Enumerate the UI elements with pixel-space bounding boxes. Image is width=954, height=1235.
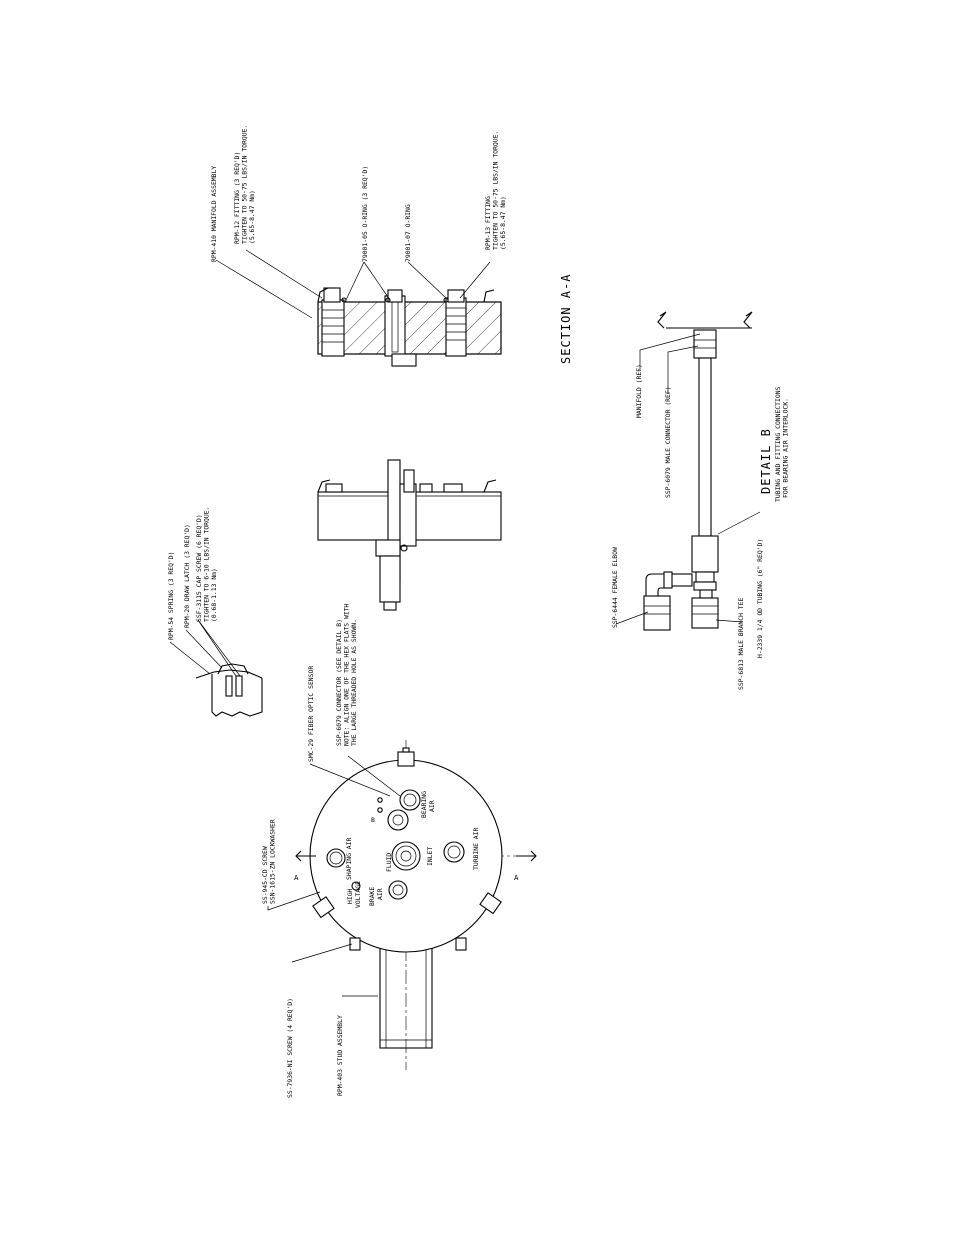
port-label-turbine-air: TURBINE AIR xyxy=(472,828,480,870)
port-label-brake: BRAKE xyxy=(368,887,376,906)
callout-tubing: H-2339 1/4 OD TUBING (6" REQ'D) xyxy=(756,539,764,658)
callout-fiber-optic-sensor: SMC-29 FIBER OPTIC SENSOR xyxy=(307,666,315,762)
callout-cap-screw: SSF-3115 CAP SCREW (6 REQ'D) TIGHTEN TO … xyxy=(195,503,218,622)
port-label-shaping-air: SHAPING AIR xyxy=(345,838,353,880)
port-label-voltage: VOLTAGE xyxy=(354,881,362,908)
branch-tee xyxy=(691,535,719,573)
port-label-bearing-air: AIR xyxy=(428,800,436,812)
section-mark-a-right: A xyxy=(514,873,519,882)
plan-view: A A B SHAPING AIR FLUID INLET TURBINE AI… xyxy=(261,600,537,1098)
callout-male-connector: SSP-6079 MALE CONNECTOR (REF) xyxy=(664,386,672,498)
callout-connector-note: SSP-6079 CONNECTOR (SEE DETAIL B) NOTE: … xyxy=(335,600,358,746)
callout-fitting-rpm12: RPM-12 FITTING (3 REQ'D) TIGHTEN TO 50-7… xyxy=(233,121,256,244)
port-label-high: HIGH xyxy=(346,888,354,904)
side-view xyxy=(317,459,502,611)
fitting-bore-center xyxy=(384,295,406,357)
port-label-brake-air: AIR xyxy=(376,888,384,900)
section-a-a-title: SECTION A-A xyxy=(559,274,573,364)
detail-b-title: DETAIL B xyxy=(759,428,773,494)
callout-oring-07: 79001-07 O-RING xyxy=(404,204,412,262)
tubing xyxy=(698,357,712,537)
detail-b-note: TUBING AND FITTING CONNECTIONS FOR BEARI… xyxy=(774,383,790,502)
callout-oring-05: 79001-05 O-RING (3 REQ'D) xyxy=(361,166,369,262)
callout-screw-lockwasher: SS-945-CD SCREW SSN-1615-ZN LOCKWASHER xyxy=(261,819,277,904)
manifold-section-body xyxy=(317,301,502,355)
callout-spring: RPM-54 SPRING (3 REQ'D) xyxy=(167,552,175,641)
latch-detail: RPM-54 SPRING (3 REQ'D) RPM-20 DRAW LATC… xyxy=(167,503,263,717)
callout-draw-latch: RPM-20 DRAW LATCH (3 REQ'D) xyxy=(183,524,191,628)
callout-branch-tee: SSP-6813 MALE BRANCH TEE xyxy=(737,598,745,690)
port-label-inlet: INLET xyxy=(426,847,434,866)
callout-manifold-assembly: RPM-410 MANIFOLD ASSEMBLY xyxy=(210,166,218,262)
section-mark-a-left: A xyxy=(294,873,299,882)
callout-female-elbow: SSP-6444 FEMALE ELBOW xyxy=(611,547,619,628)
female-elbow xyxy=(643,595,671,631)
port-label-bearing: BEARING xyxy=(420,791,428,818)
section-a-a-view: RPM-410 MANIFOLD ASSEMBLY RPM-12 FITTING… xyxy=(210,121,573,367)
detail-mark-b: B xyxy=(371,816,375,824)
port-label-fluid: FLUID xyxy=(385,853,393,872)
male-connector xyxy=(693,329,717,359)
detail-b-view: MANIFOLD (REF) SSP-6079 MALE CONNECTOR (… xyxy=(611,311,790,690)
callout-fitting-rpm13: RPM-13 FITTING TIGHTEN TO 50-75 LBS/IN T… xyxy=(484,127,507,250)
callout-stud-assembly: RPM-403 STUD ASSEMBLY xyxy=(336,1015,344,1096)
fitting-bore-left xyxy=(321,299,345,357)
fitting-bore-right xyxy=(445,297,467,357)
callout-manifold-ref: MANIFOLD (REF) xyxy=(635,364,643,418)
callout-screw-ss7936: SS-7936-NI SCREW (4 REQ'D) xyxy=(286,998,294,1098)
